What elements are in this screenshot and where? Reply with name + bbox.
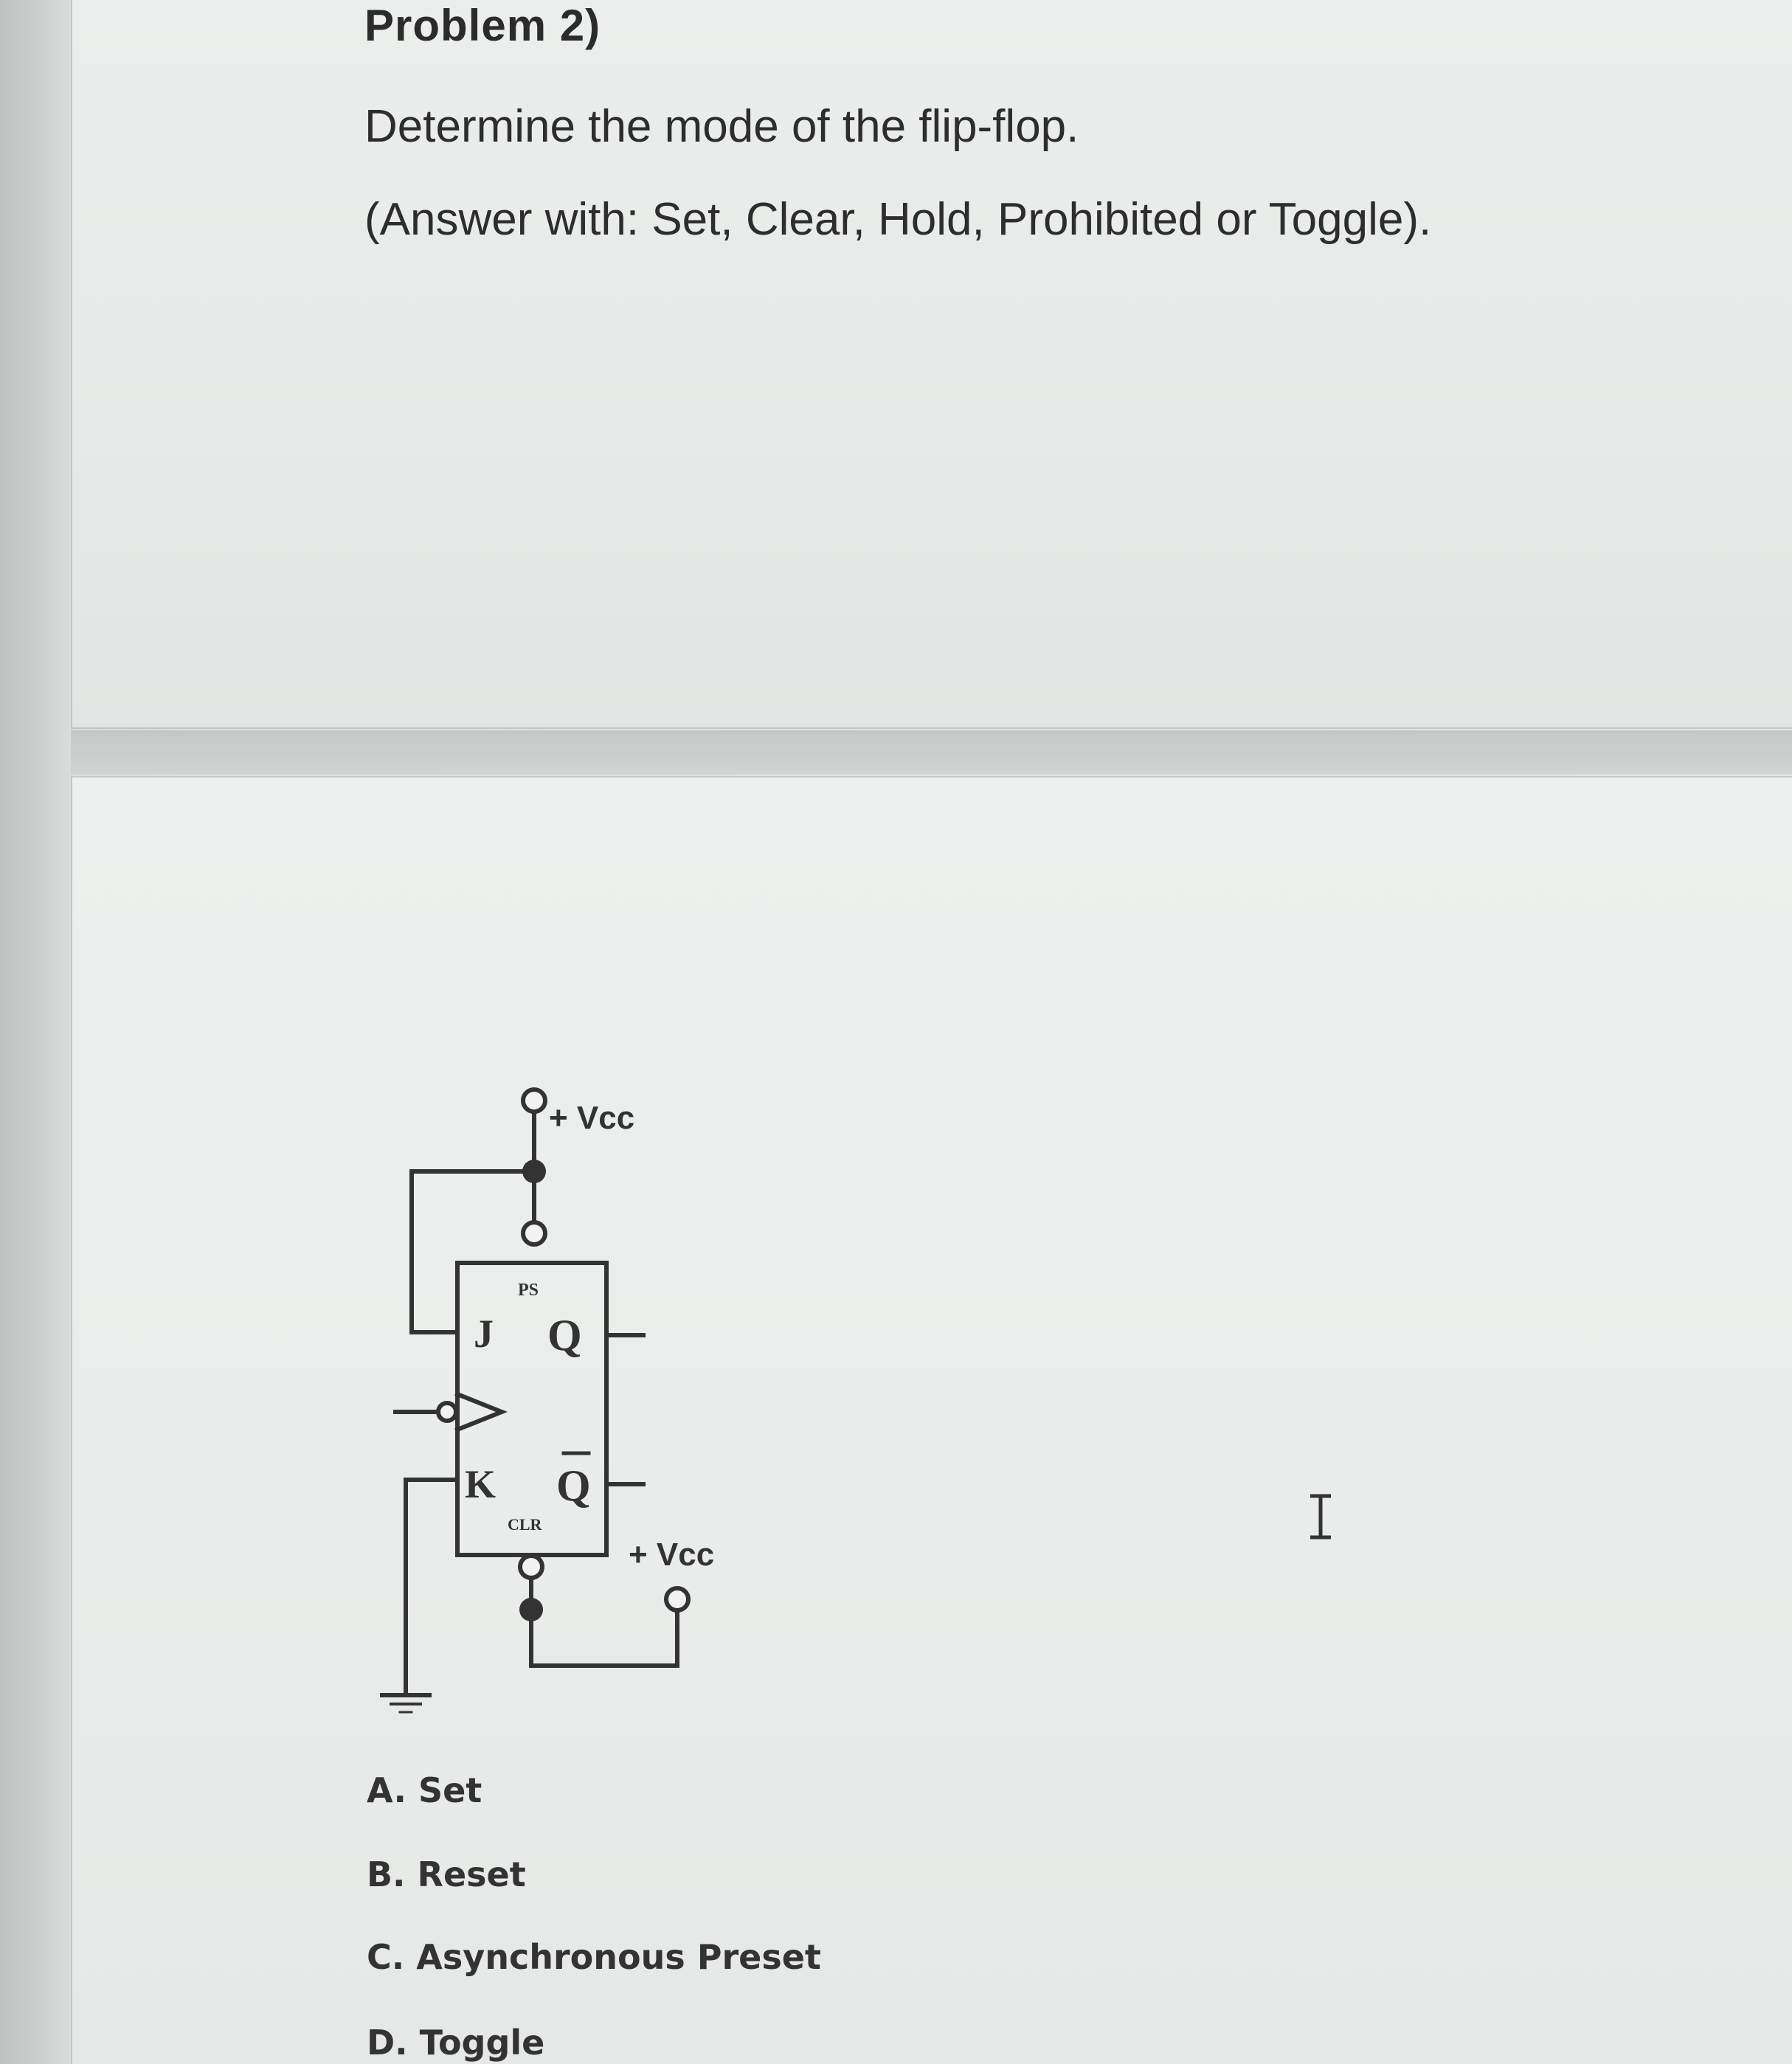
vcc-bottom-terminal <box>664 1586 691 1613</box>
ps-inversion-bubble <box>521 1220 547 1247</box>
question-panel <box>71 0 1792 729</box>
junction-dot-bottom <box>519 1598 543 1621</box>
panel-divider <box>71 730 1792 775</box>
k-input-wire <box>404 1478 460 1697</box>
option-a[interactable]: A. Set <box>367 1770 482 1810</box>
text-cursor-icon <box>1310 1494 1331 1540</box>
junction-dot-top <box>522 1160 546 1183</box>
j-input-wire <box>409 1169 536 1334</box>
vcc-top-terminal <box>521 1087 547 1114</box>
instruction-text: (Answer with: Set, Clear, Hold, Prohibit… <box>364 194 1432 245</box>
option-d[interactable]: D. Toggle <box>367 2023 545 2063</box>
jk-flip-flop-diagram: + Vcc + Vcc PS CLR J Q K Q <box>380 1087 714 1714</box>
q-bar-label: Q <box>556 1461 591 1510</box>
problem-title: Problem 2) <box>364 1 601 50</box>
j-label: J <box>474 1312 494 1356</box>
option-b[interactable]: B. Reset <box>367 1855 526 1894</box>
option-c[interactable]: C. Asynchronous Preset <box>367 1937 821 1977</box>
vcc-top-label: + Vcc <box>549 1100 634 1136</box>
k-label: K <box>465 1462 496 1506</box>
clock-triangle <box>454 1391 508 1433</box>
flip-flop-box <box>455 1261 609 1557</box>
ps-label: PS <box>518 1281 539 1300</box>
answer-panel <box>71 776 1792 2064</box>
clr-label: CLR <box>508 1515 543 1534</box>
q-label: Q <box>547 1311 582 1360</box>
clr-wire <box>529 1576 679 1668</box>
vcc-bottom-label: + Vcc <box>629 1537 714 1573</box>
clock-inversion-bubble <box>436 1401 458 1423</box>
clr-inversion-bubble <box>518 1554 544 1580</box>
question-text: Determine the mode of the flip-flop. <box>364 101 1079 152</box>
